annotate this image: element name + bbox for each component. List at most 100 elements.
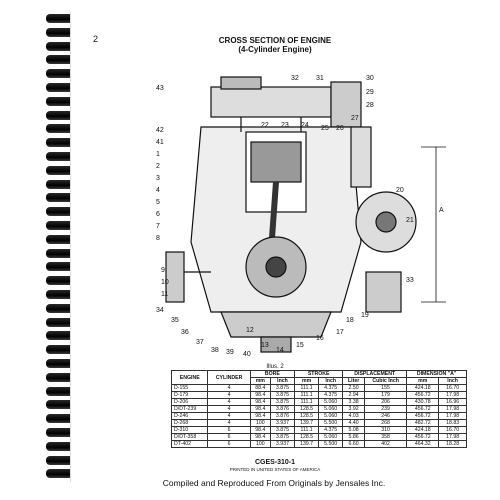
table-cell: 2.50	[342, 384, 365, 392]
diagram-callout: 21	[406, 217, 414, 224]
binding-ring	[46, 359, 80, 368]
table-cell: 100	[249, 419, 271, 427]
table-cell: 456.72	[406, 412, 440, 420]
table-cell: 4	[207, 384, 251, 392]
binding-ring	[46, 386, 80, 396]
table-cell: D-246	[170, 412, 209, 420]
table-cell: 17.98	[438, 433, 467, 441]
diagram-callout: 27	[351, 115, 359, 122]
table-cell: D/DT-239	[170, 405, 209, 413]
diagram-callout: 37	[196, 339, 204, 346]
subheader: mm	[406, 377, 440, 385]
table-cell: 98.4	[249, 405, 271, 413]
table-cell: 98.4	[249, 433, 271, 441]
binding-ring	[46, 428, 80, 437]
table-cell: 3.92	[342, 405, 365, 413]
header-displacement: DISPLACEMENT	[342, 370, 408, 378]
diagram-callout: 36	[181, 329, 189, 336]
table-subheader-row: mm Inch mm Inch Liter Cubic Inch mm Inch	[172, 377, 467, 385]
diagram-callout: 7	[156, 223, 160, 230]
diagram-callout: 6	[156, 211, 160, 218]
publisher-footer: Compiled and Reproduced From Originals b…	[162, 478, 386, 488]
diagram-callout: 29	[366, 89, 374, 96]
table-cell: 4	[207, 398, 251, 406]
binding-ring	[46, 414, 80, 424]
diagram-callout: 23	[281, 122, 289, 129]
table-cell: 5.08	[342, 426, 365, 434]
manual-page: 2 CROSS SECTION OF ENGINE (4-Cylinder En…	[70, 12, 479, 482]
subheader: Inch	[318, 377, 344, 385]
table-cell: 3.876	[269, 405, 296, 413]
diagram-callout: 41	[156, 139, 164, 146]
table-cell: 3.875	[269, 433, 296, 441]
diagram-callout: 30	[366, 75, 374, 82]
diagram-callout: 19	[361, 312, 369, 319]
table-cell: 17.98	[438, 412, 467, 420]
table-cell: 139.7	[294, 440, 320, 448]
table-cell: 3.937	[269, 419, 296, 427]
diagram-callout: 22	[261, 122, 269, 129]
table-cell: 111.1	[294, 384, 320, 392]
diagram-callout: 15	[296, 342, 304, 349]
table-cell: 5.060	[318, 412, 344, 420]
binding-ring	[46, 207, 80, 217]
table-cell: 128.5	[294, 412, 320, 420]
binding-ring	[46, 221, 80, 230]
binding-ring	[46, 152, 80, 161]
diagram-callout: 18	[346, 317, 354, 324]
binding-ring	[46, 124, 80, 134]
table-cell: 4.375	[318, 384, 344, 392]
diagram-callout: 4	[156, 187, 160, 194]
table-cell: 5.060	[318, 433, 344, 441]
diagram-callout: 42	[156, 127, 164, 134]
subheader: Liter	[342, 377, 365, 385]
table-cell: D-268	[170, 419, 209, 427]
table-header-row: ENGINE CYLINDER BORE STROKE DISPLACEMENT…	[170, 370, 467, 385]
table-cell: DT-402	[170, 440, 209, 448]
header-stroke: STROKE	[294, 370, 344, 378]
table-cell: 5.86	[342, 433, 365, 441]
header-engine: ENGINE	[170, 370, 209, 385]
engine-spec-table: ENGINE CYLINDER BORE STROKE DISPLACEMENT…	[170, 370, 467, 448]
subheader: Cubic Inch	[363, 377, 408, 385]
binding-ring	[46, 234, 80, 244]
diagram-callout: 17	[336, 329, 344, 336]
table-cell: 430.78	[406, 398, 440, 406]
table-cell: 4.375	[318, 391, 344, 399]
diagram-callout: 3	[156, 175, 160, 182]
diagram-callout: 13	[261, 342, 269, 349]
binding-ring	[46, 372, 80, 382]
table-cell: 456.72	[406, 391, 440, 399]
table-cell: 206	[363, 398, 408, 406]
binding-ring	[46, 138, 80, 148]
table-cell: 4	[207, 419, 251, 427]
diagram-callout: 9	[161, 267, 165, 274]
binding-ring	[46, 41, 80, 51]
table-cell: 111.1	[294, 391, 320, 399]
binding-ring	[46, 441, 80, 451]
table-cell: 3.38	[342, 398, 365, 406]
title-line-1: CROSS SECTION OF ENGINE	[218, 36, 332, 45]
diagram-callout: 38	[211, 347, 219, 354]
table-cell: 6	[207, 440, 251, 448]
document-code: CGES-310-1	[254, 459, 296, 466]
diagram-callout: 16	[316, 335, 324, 342]
binding-ring	[46, 96, 80, 106]
diagram-callout: 10	[161, 279, 169, 286]
diagram-callout: A	[439, 207, 444, 214]
table-cell: D-179	[170, 391, 209, 399]
table-cell: 239	[363, 405, 408, 413]
table-cell: 402	[363, 440, 408, 448]
title-line-2: (4-Cylinder Engine)	[238, 45, 312, 54]
page-title: CROSS SECTION OF ENGINE (4-Cylinder Engi…	[71, 36, 479, 54]
printed-notice: PRINTED IN UNITED STATES OF AMERICA	[229, 467, 321, 472]
table-cell: 456.72	[406, 405, 440, 413]
binding-ring	[46, 276, 80, 286]
table-cell: 3.937	[269, 440, 296, 448]
